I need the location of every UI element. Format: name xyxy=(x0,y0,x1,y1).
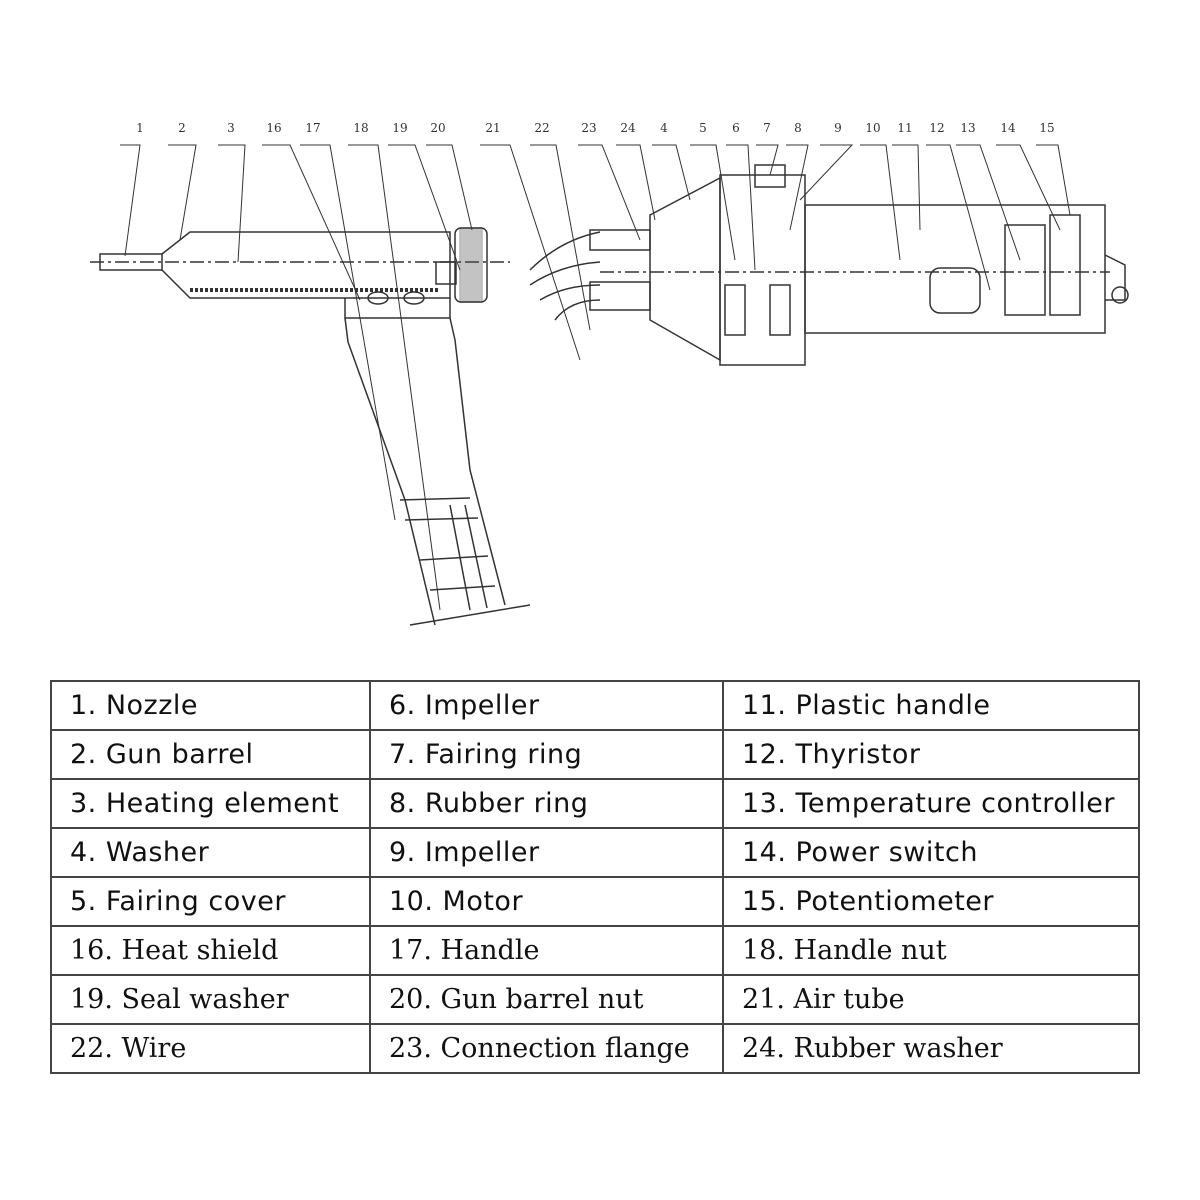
callout-number: 14 xyxy=(1000,121,1016,135)
legend-cell: 8. Rubber ring xyxy=(369,778,724,829)
handle-drawing xyxy=(344,291,531,626)
callout-number: 24 xyxy=(620,121,636,135)
callout-number: 4 xyxy=(660,121,668,135)
gun-drawing xyxy=(90,144,1129,626)
callout-number: 17 xyxy=(305,121,321,135)
hot-air-gun-exploded-diagram xyxy=(90,144,1129,626)
callout-number: 7 xyxy=(763,121,771,135)
callout-number: 15 xyxy=(1039,121,1055,135)
callout-number: 20 xyxy=(430,121,446,135)
callout-number: 21 xyxy=(485,121,501,135)
legend-cell: 21. Air tube xyxy=(722,974,1140,1025)
legend-cell: 2. Gun barrel xyxy=(50,729,371,780)
callout-number: 5 xyxy=(699,121,707,135)
legend-cell: 16. Heat shield xyxy=(50,925,371,976)
callout-number: 23 xyxy=(581,121,597,135)
callout-number: 10 xyxy=(865,121,881,135)
legend-cell: 3. Heating element xyxy=(50,778,371,829)
callout-number: 8 xyxy=(794,121,802,135)
legend-cell: 14. Power switch xyxy=(722,827,1140,878)
legend-cell: 23. Connection flange xyxy=(369,1023,724,1074)
legend-cell: 13. Temperature controller xyxy=(722,778,1140,829)
callout-number: 19 xyxy=(392,121,408,135)
callout-number: 3 xyxy=(227,121,235,135)
callout-number: 13 xyxy=(960,121,976,135)
legend-cell: 1. Nozzle xyxy=(50,680,371,731)
callout-number: 11 xyxy=(897,121,913,135)
legend-cell: 5. Fairing cover xyxy=(50,876,371,927)
callout-number: 16 xyxy=(266,121,282,135)
legend-cell: 9. Impeller xyxy=(369,827,724,878)
gun-body-drawing xyxy=(529,164,1129,366)
callout-number: 2 xyxy=(178,121,186,135)
legend-cell: 7. Fairing ring xyxy=(369,729,724,780)
legend-cell: 4. Washer xyxy=(50,827,371,878)
legend-cell: 18. Handle nut xyxy=(722,925,1140,976)
legend-cell: 17. Handle xyxy=(369,925,724,976)
legend-cell: 15. Potentiometer xyxy=(722,876,1140,927)
legend-cell: 10. Motor xyxy=(369,876,724,927)
callout-number: 6 xyxy=(732,121,740,135)
callout-number: 22 xyxy=(534,121,550,135)
legend-cell: 19. Seal washer xyxy=(50,974,371,1025)
legend-cell: 11. Plastic handle xyxy=(722,680,1140,731)
legend-cell: 20. Gun barrel nut xyxy=(369,974,724,1025)
callout-number: 1 xyxy=(136,121,144,135)
callout-number: 18 xyxy=(353,121,369,135)
legend-cell: 6. Impeller xyxy=(369,680,724,731)
legend-cell: 12. Thyristor xyxy=(722,729,1140,780)
gun-barrel-drawing xyxy=(90,227,510,303)
legend-cell: 24. Rubber washer xyxy=(722,1023,1140,1074)
callout-number: 9 xyxy=(834,121,842,135)
legend-cell: 22. Wire xyxy=(50,1023,371,1074)
callout-number: 12 xyxy=(929,121,945,135)
callout-leaders xyxy=(120,144,1071,611)
